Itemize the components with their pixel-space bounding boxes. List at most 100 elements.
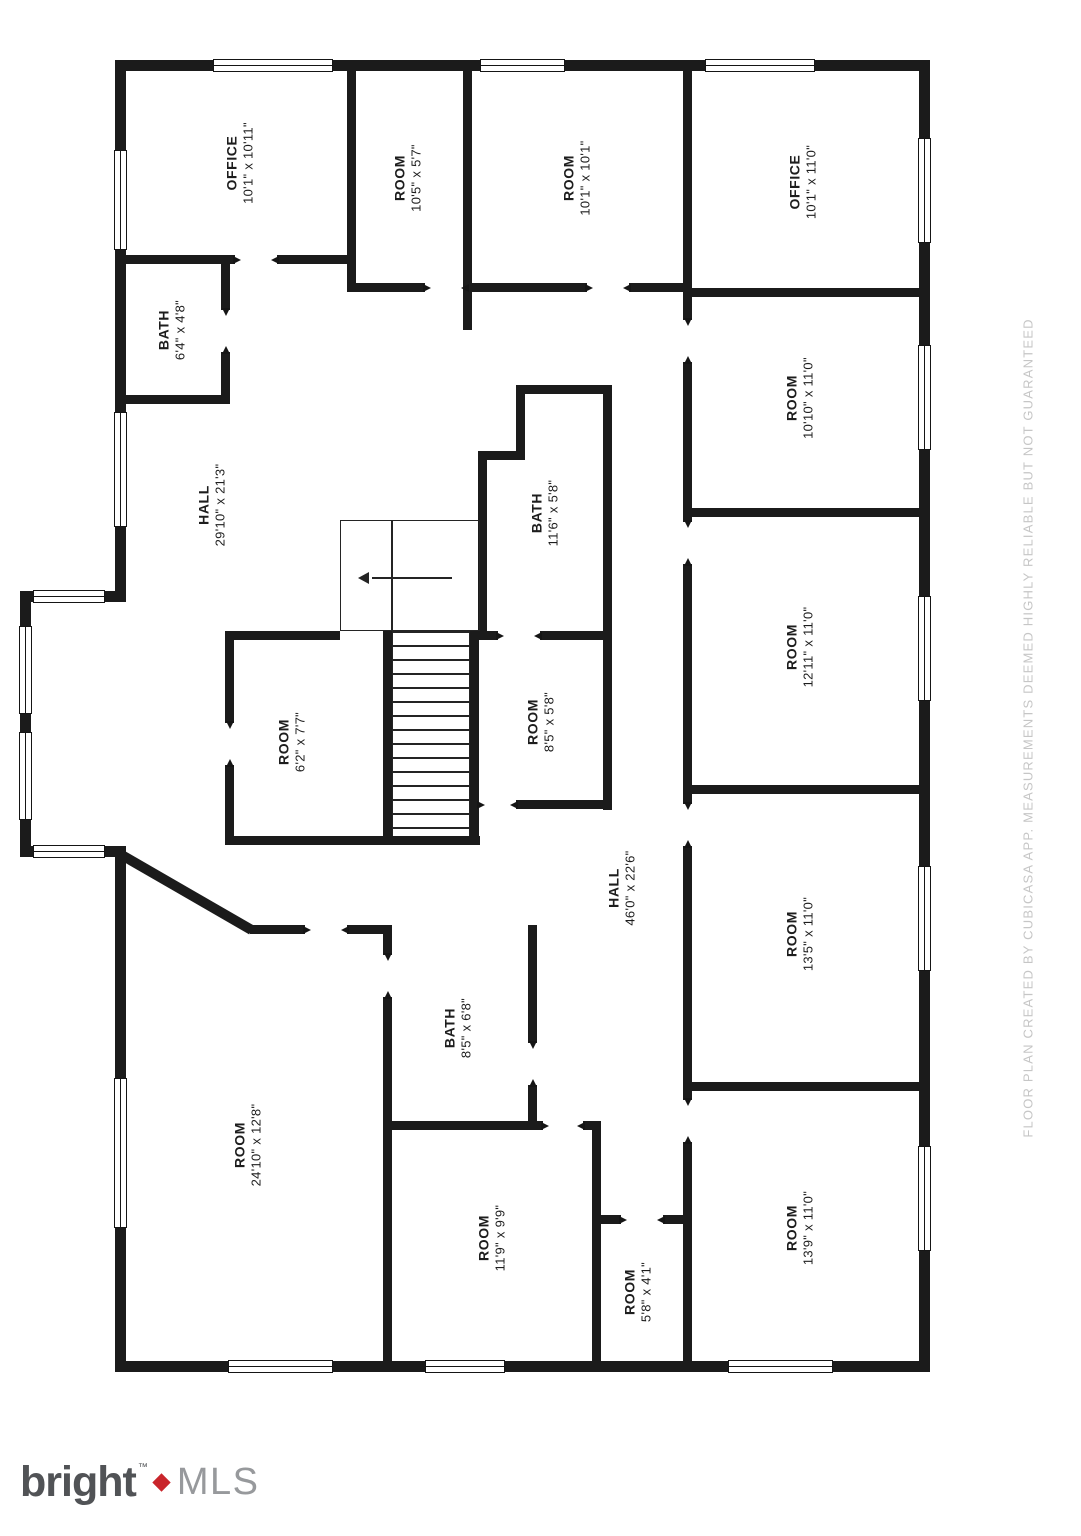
room-dimensions: 8'5" x 5'8"	[541, 691, 557, 753]
wall	[221, 255, 230, 310]
wall	[603, 385, 612, 810]
room-name: BATH	[155, 309, 172, 351]
wall	[478, 451, 487, 640]
wall	[347, 925, 392, 934]
wall	[221, 352, 230, 404]
room-dimensions: 13'5" x 11'0"	[800, 896, 816, 972]
wall	[115, 1361, 930, 1372]
wall	[347, 60, 356, 292]
window	[918, 138, 931, 243]
wall	[692, 288, 919, 297]
door-arrow-icon	[528, 1041, 537, 1087]
room-name: ROOM	[231, 1122, 248, 1168]
window	[114, 412, 127, 527]
staircase-divider	[391, 520, 393, 631]
room-name: BATH	[528, 492, 545, 534]
room-label-room-1010: ROOM 10'10" x 11'0"	[782, 357, 817, 439]
door-arrow-icon	[496, 631, 542, 640]
door-arrow-icon	[423, 283, 469, 292]
window	[114, 1078, 127, 1228]
room-dimensions: 29'10" x 21'3"	[212, 463, 228, 547]
room-name: ROOM	[560, 155, 577, 201]
door-arrow-icon	[541, 1121, 585, 1130]
wall	[516, 385, 525, 460]
room-label-bath-tl: BATH 6'4" x 4'8"	[154, 300, 189, 360]
room-name: ROOM	[275, 719, 292, 765]
room-name: OFFICE	[223, 135, 240, 191]
wall	[629, 283, 692, 292]
staircase-treads	[392, 631, 470, 836]
wall	[383, 631, 392, 845]
wall	[478, 451, 525, 460]
wall	[919, 60, 930, 1372]
wall	[383, 997, 392, 1372]
window	[728, 1360, 833, 1373]
room-label-room-2410: ROOM 24'10" x 12'8"	[230, 1104, 265, 1187]
wall	[20, 591, 31, 857]
room-label-room-101: ROOM 10'1" x 10'1"	[559, 140, 594, 215]
wall	[683, 564, 692, 804]
wall	[478, 631, 498, 640]
door-arrow-icon	[303, 925, 349, 934]
wall	[683, 362, 692, 522]
door-arrow-icon	[619, 1215, 665, 1224]
wall	[692, 1082, 919, 1091]
wall	[683, 846, 692, 1100]
door-arrow-icon	[221, 308, 230, 354]
room-label-room-85: ROOM 8'5" x 5'8"	[523, 692, 558, 752]
door-arrow-icon	[477, 800, 518, 809]
room-dimensions: 24'10" x 12'8"	[248, 1103, 264, 1187]
watermark-text: FLOOR PLAN CREATED BY CUBICASA APP. MEAS…	[1020, 318, 1036, 1138]
window	[213, 59, 333, 72]
door-arrow-icon	[683, 520, 692, 566]
window	[918, 866, 931, 971]
wall	[601, 1215, 621, 1224]
room-dimensions: 10'10" x 11'0"	[800, 357, 816, 439]
room-name: ROOM	[621, 1269, 638, 1315]
door-arrow-icon	[683, 802, 692, 848]
room-dimensions: 13'9" x 11'0"	[800, 1190, 816, 1266]
room-label-room-119: ROOM 11'9" x 9'9"	[474, 1205, 509, 1272]
room-name: BATH	[441, 1007, 458, 1049]
room-dimensions: 10'1" x 11'0"	[803, 144, 819, 220]
trademark-symbol: ™	[137, 1462, 148, 1473]
room-label-office-tr: OFFICE 10'1" x 11'0"	[785, 145, 820, 219]
wall	[663, 1215, 683, 1224]
wall	[540, 631, 612, 640]
room-dimensions: 6'4" x 4'8"	[172, 299, 188, 361]
wall	[115, 255, 235, 264]
window	[19, 626, 32, 714]
window	[705, 59, 815, 72]
stairs-direction-arrowhead-icon	[358, 572, 369, 584]
window	[918, 1146, 931, 1251]
room-name: ROOM	[524, 699, 541, 745]
room-dimensions: 46'0" x 22'6"	[622, 850, 638, 926]
room-name: OFFICE	[786, 154, 803, 210]
wall	[383, 925, 392, 955]
wall	[225, 631, 234, 723]
window	[480, 59, 565, 72]
wall	[516, 800, 612, 809]
window	[114, 150, 127, 250]
window	[918, 596, 931, 701]
logo-mls-text: MLS	[176, 1461, 260, 1503]
room-name: ROOM	[783, 911, 800, 957]
room-label-bath-lower: BATH 8'5" x 6'8"	[440, 998, 475, 1058]
room-label-hall-upper: HALL 29'10" x 21'3"	[194, 464, 229, 547]
wall	[115, 395, 230, 404]
room-dimensions: 5'8" x 4'1"	[638, 1261, 654, 1323]
room-name: ROOM	[783, 1205, 800, 1251]
wall	[115, 60, 126, 602]
room-label-room-58: ROOM 5'8" x 4'1"	[620, 1262, 655, 1322]
room-label-room-105: ROOM 10'5" x 5'7"	[390, 144, 425, 212]
window	[19, 732, 32, 820]
room-dimensions: 10'5" x 5'7"	[408, 144, 424, 212]
wall	[592, 1121, 601, 1372]
room-label-room-139: ROOM 13'9" x 11'0"	[782, 1191, 817, 1265]
wall	[528, 1085, 537, 1130]
wall	[225, 836, 480, 845]
room-label-office-tl: OFFICE 10'1" x 10'11"	[222, 122, 257, 204]
room-name: ROOM	[783, 375, 800, 421]
room-label-bath-center: BATH 11'6" x 5'8"	[527, 480, 562, 547]
